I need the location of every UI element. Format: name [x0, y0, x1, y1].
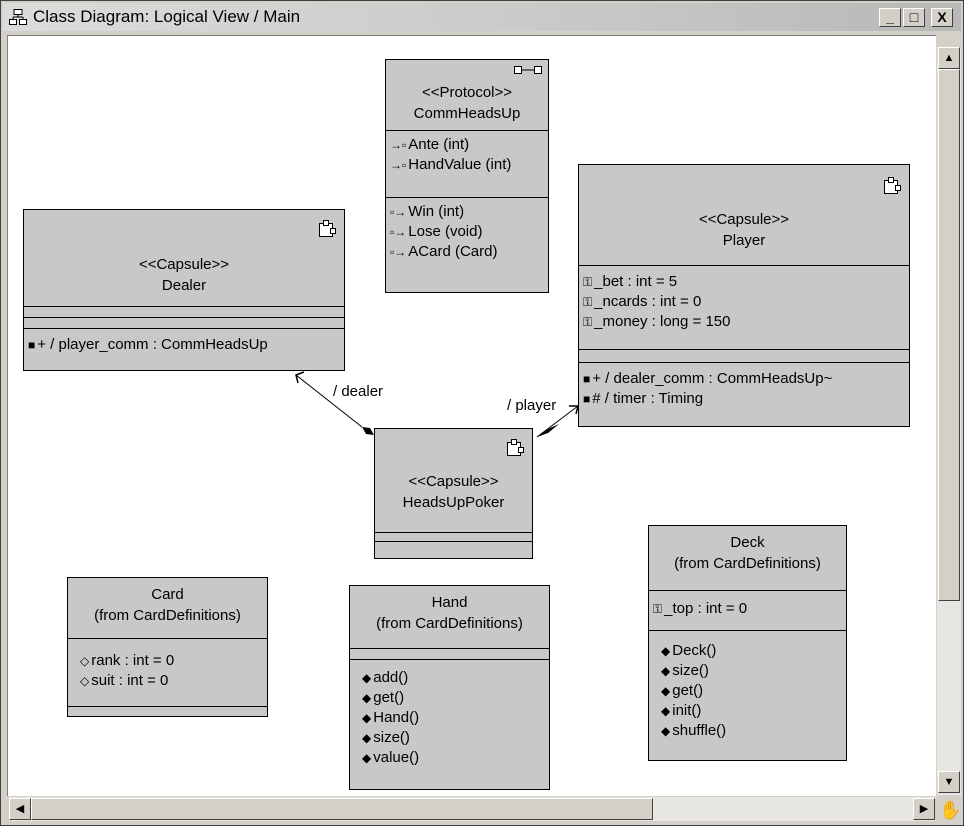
stereotype-label: <<Protocol>> — [421, 84, 513, 101]
capsule-icon — [507, 439, 524, 456]
close-button[interactable]: X — [931, 8, 953, 27]
class-player[interactable]: <<Capsule>> Player ⚿_bet : int = 5 ⚿_nca… — [578, 164, 910, 427]
scroll-left-button[interactable]: ◀ — [9, 798, 31, 820]
class-card[interactable]: Card (from CardDefinitions) ◇rank : int … — [67, 577, 268, 717]
class-name: CommHeadsUp — [413, 105, 521, 122]
operation-row: ◆value() — [362, 749, 420, 766]
operation-icon: ◆ — [362, 731, 372, 745]
private-attribute-icon: ⚿ — [583, 295, 593, 309]
horizontal-scrollbar[interactable]: ◀ ▶ — [9, 797, 935, 821]
port-icon: ■ — [28, 338, 36, 352]
class-name: HeadsUpPoker — [402, 494, 505, 511]
window-title: Class Diagram: Logical View / Main — [33, 7, 301, 26]
class-commheadsup[interactable]: <<Protocol>> CommHeadsUp →▫Ante (int) →▫… — [385, 59, 549, 293]
operation-row: ◆init() — [661, 702, 702, 719]
class-name: Player — [722, 232, 766, 249]
operation-row: ◆add() — [362, 669, 409, 686]
hand-pan-icon[interactable]: ✋ — [939, 800, 962, 820]
operation-row: ◆size() — [661, 662, 709, 679]
operation-row: ◆Deck() — [661, 642, 717, 659]
capsule-icon — [884, 177, 901, 194]
scroll-up-button[interactable]: ▲ — [938, 47, 960, 69]
outgoing-signal-icon: ▫→ — [390, 205, 407, 219]
incoming-signal-icon: →▫ — [390, 158, 407, 172]
attribute-row: ◇suit : int = 0 — [80, 672, 169, 689]
class-deck[interactable]: Deck (from CardDefinitions) ⚿_top : int … — [648, 525, 847, 761]
port-icon: ■ — [583, 372, 591, 386]
private-attribute-icon: ⚿ — [583, 275, 593, 289]
attribute-row: ⚿_top : int = 0 — [653, 600, 748, 617]
attribute-row: ⚿_ncards : int = 0 — [583, 293, 702, 310]
maximize-button[interactable]: □ — [903, 8, 925, 27]
operation-icon: ◆ — [661, 644, 671, 658]
player-role-label: / player — [507, 397, 557, 414]
attribute-row: ⚿_money : long = 150 — [583, 313, 731, 330]
player-composition-diamond — [537, 424, 559, 437]
diagram-canvas[interactable]: / dealer / player <<Protocol>> CommHeads… — [7, 35, 936, 796]
operation-icon: ◆ — [661, 684, 671, 698]
vertical-scroll-thumb[interactable] — [938, 69, 960, 601]
operation-icon: ◆ — [362, 751, 372, 765]
package-label: (from CardDefinitions) — [376, 615, 523, 632]
public-attribute-icon: ◇ — [80, 674, 90, 688]
outgoing-signal: ▫→Win (int) — [390, 203, 465, 220]
dealer-role-label: / dealer — [333, 383, 384, 400]
attribute-row: ⚿_bet : int = 5 — [583, 273, 678, 290]
player-association-line — [536, 405, 579, 438]
port-row: ■# / timer : Timing — [583, 390, 704, 407]
dealer-association-line — [295, 374, 363, 428]
stereotype-label: <<Capsule>> — [698, 211, 790, 228]
minimize-button[interactable]: _ — [879, 8, 901, 27]
port-row: ■+ / player_comm : CommHeadsUp — [28, 336, 268, 353]
outgoing-signal: ▫→ACard (Card) — [390, 243, 498, 260]
class-name: Deck — [730, 534, 765, 551]
operation-icon: ◆ — [362, 691, 372, 705]
class-name: Dealer — [161, 277, 207, 294]
class-name: Card — [151, 586, 184, 603]
class-hand[interactable]: Hand (from CardDefinitions) ◆add() ◆get(… — [349, 585, 550, 790]
stereotype-label: <<Capsule>> — [138, 256, 230, 273]
package-label: (from CardDefinitions) — [674, 555, 821, 572]
operation-row: ◆shuffle() — [661, 722, 727, 739]
package-label: (from CardDefinitions) — [94, 607, 241, 624]
class-name: Hand — [431, 594, 468, 611]
operation-icon: ◆ — [362, 711, 372, 725]
class-dealer[interactable]: <<Capsule>> Dealer ■+ / player_comm : Co… — [23, 209, 345, 371]
attribute-row: ◇rank : int = 0 — [80, 652, 175, 669]
public-attribute-icon: ◇ — [80, 654, 90, 668]
incoming-signal: →▫Ante (int) — [390, 136, 470, 153]
private-attribute-icon: ⚿ — [583, 315, 593, 329]
horizontal-scroll-thumb[interactable] — [31, 798, 653, 820]
port-row: ■+ / dealer_comm : CommHeadsUp~ — [583, 370, 833, 387]
vertical-scrollbar[interactable]: ▲ ▼ — [937, 47, 961, 795]
dealer-arrowhead — [295, 371, 305, 384]
operation-icon: ◆ — [661, 724, 671, 738]
scroll-right-button[interactable]: ▶ — [913, 798, 935, 820]
operation-row: ◆get() — [661, 682, 704, 699]
protocol-icon — [514, 66, 542, 74]
capsule-icon — [319, 220, 336, 237]
port-icon: ■ — [583, 392, 591, 406]
stereotype-label: <<Capsule>> — [408, 473, 499, 490]
outgoing-signal-icon: ▫→ — [390, 225, 407, 239]
title-bar[interactable]: Class Diagram: Logical View / Main _ □ X — [3, 3, 961, 31]
incoming-signal-icon: →▫ — [390, 138, 407, 152]
operation-row: ◆Hand() — [362, 709, 420, 726]
operation-icon: ◆ — [661, 704, 671, 718]
dealer-composition-diamond — [362, 427, 374, 435]
outgoing-signal-icon: ▫→ — [390, 245, 407, 259]
private-attribute-icon: ⚿ — [653, 602, 663, 616]
incoming-signal: →▫HandValue (int) — [390, 156, 512, 173]
operation-row: ◆get() — [362, 689, 405, 706]
class-headsuppoker[interactable]: <<Capsule>> HeadsUpPoker — [374, 428, 533, 559]
operation-row: ◆size() — [362, 729, 410, 746]
operation-icon: ◆ — [362, 671, 372, 685]
class-diagram-icon — [9, 9, 27, 25]
scroll-down-button[interactable]: ▼ — [938, 771, 960, 793]
operation-icon: ◆ — [661, 664, 671, 678]
outgoing-signal: ▫→Lose (void) — [390, 223, 483, 240]
